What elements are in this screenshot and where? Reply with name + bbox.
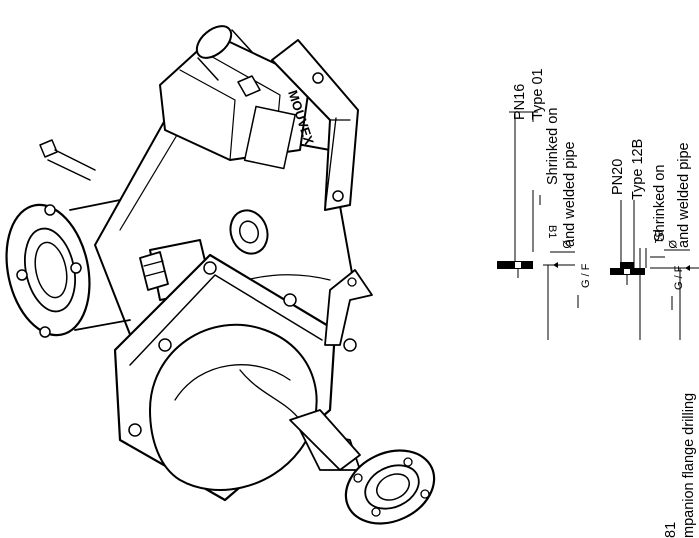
pn20-dim-b1: B1 [652, 230, 664, 243]
pn16-pressure-label: PN16 [512, 84, 528, 120]
pn16-line2: and welded pipe [562, 141, 578, 247]
pump-illustration: MOUVEX [5, 25, 436, 525]
footer-caption: 81 mpanion flange drilling [663, 393, 697, 538]
pn16-dim-gf: G / F [580, 263, 592, 288]
inlet-flange [5, 199, 131, 338]
pn20-type-label: Type 12B [630, 139, 646, 200]
pn20-line1: Shrinked on [652, 165, 668, 242]
pn16-dim-diameter: Ø [560, 240, 572, 249]
outlet-flange [289, 409, 436, 525]
pn20-pressure-label: PN20 [610, 159, 626, 195]
detail-pn20: PN20 Type 12B Shrinked on and welded pip… [610, 139, 699, 340]
pn16-dim-b1: B1 [546, 225, 558, 238]
footer-caption-text: mpanion flange drilling [681, 393, 697, 538]
pn20-dim-diameter: Ø [666, 240, 678, 249]
pn20-dim-gf: G / F [673, 265, 685, 290]
pn16-type-label: Type 01 [530, 68, 546, 120]
footer-number: 81 [663, 522, 679, 538]
pn20-line2: and welded pipe [676, 142, 692, 248]
detail-pn16: PN16 Type 01 Shrinked on and welded pipe… [497, 68, 592, 340]
pn16-line1: Shrinked on [545, 108, 561, 185]
